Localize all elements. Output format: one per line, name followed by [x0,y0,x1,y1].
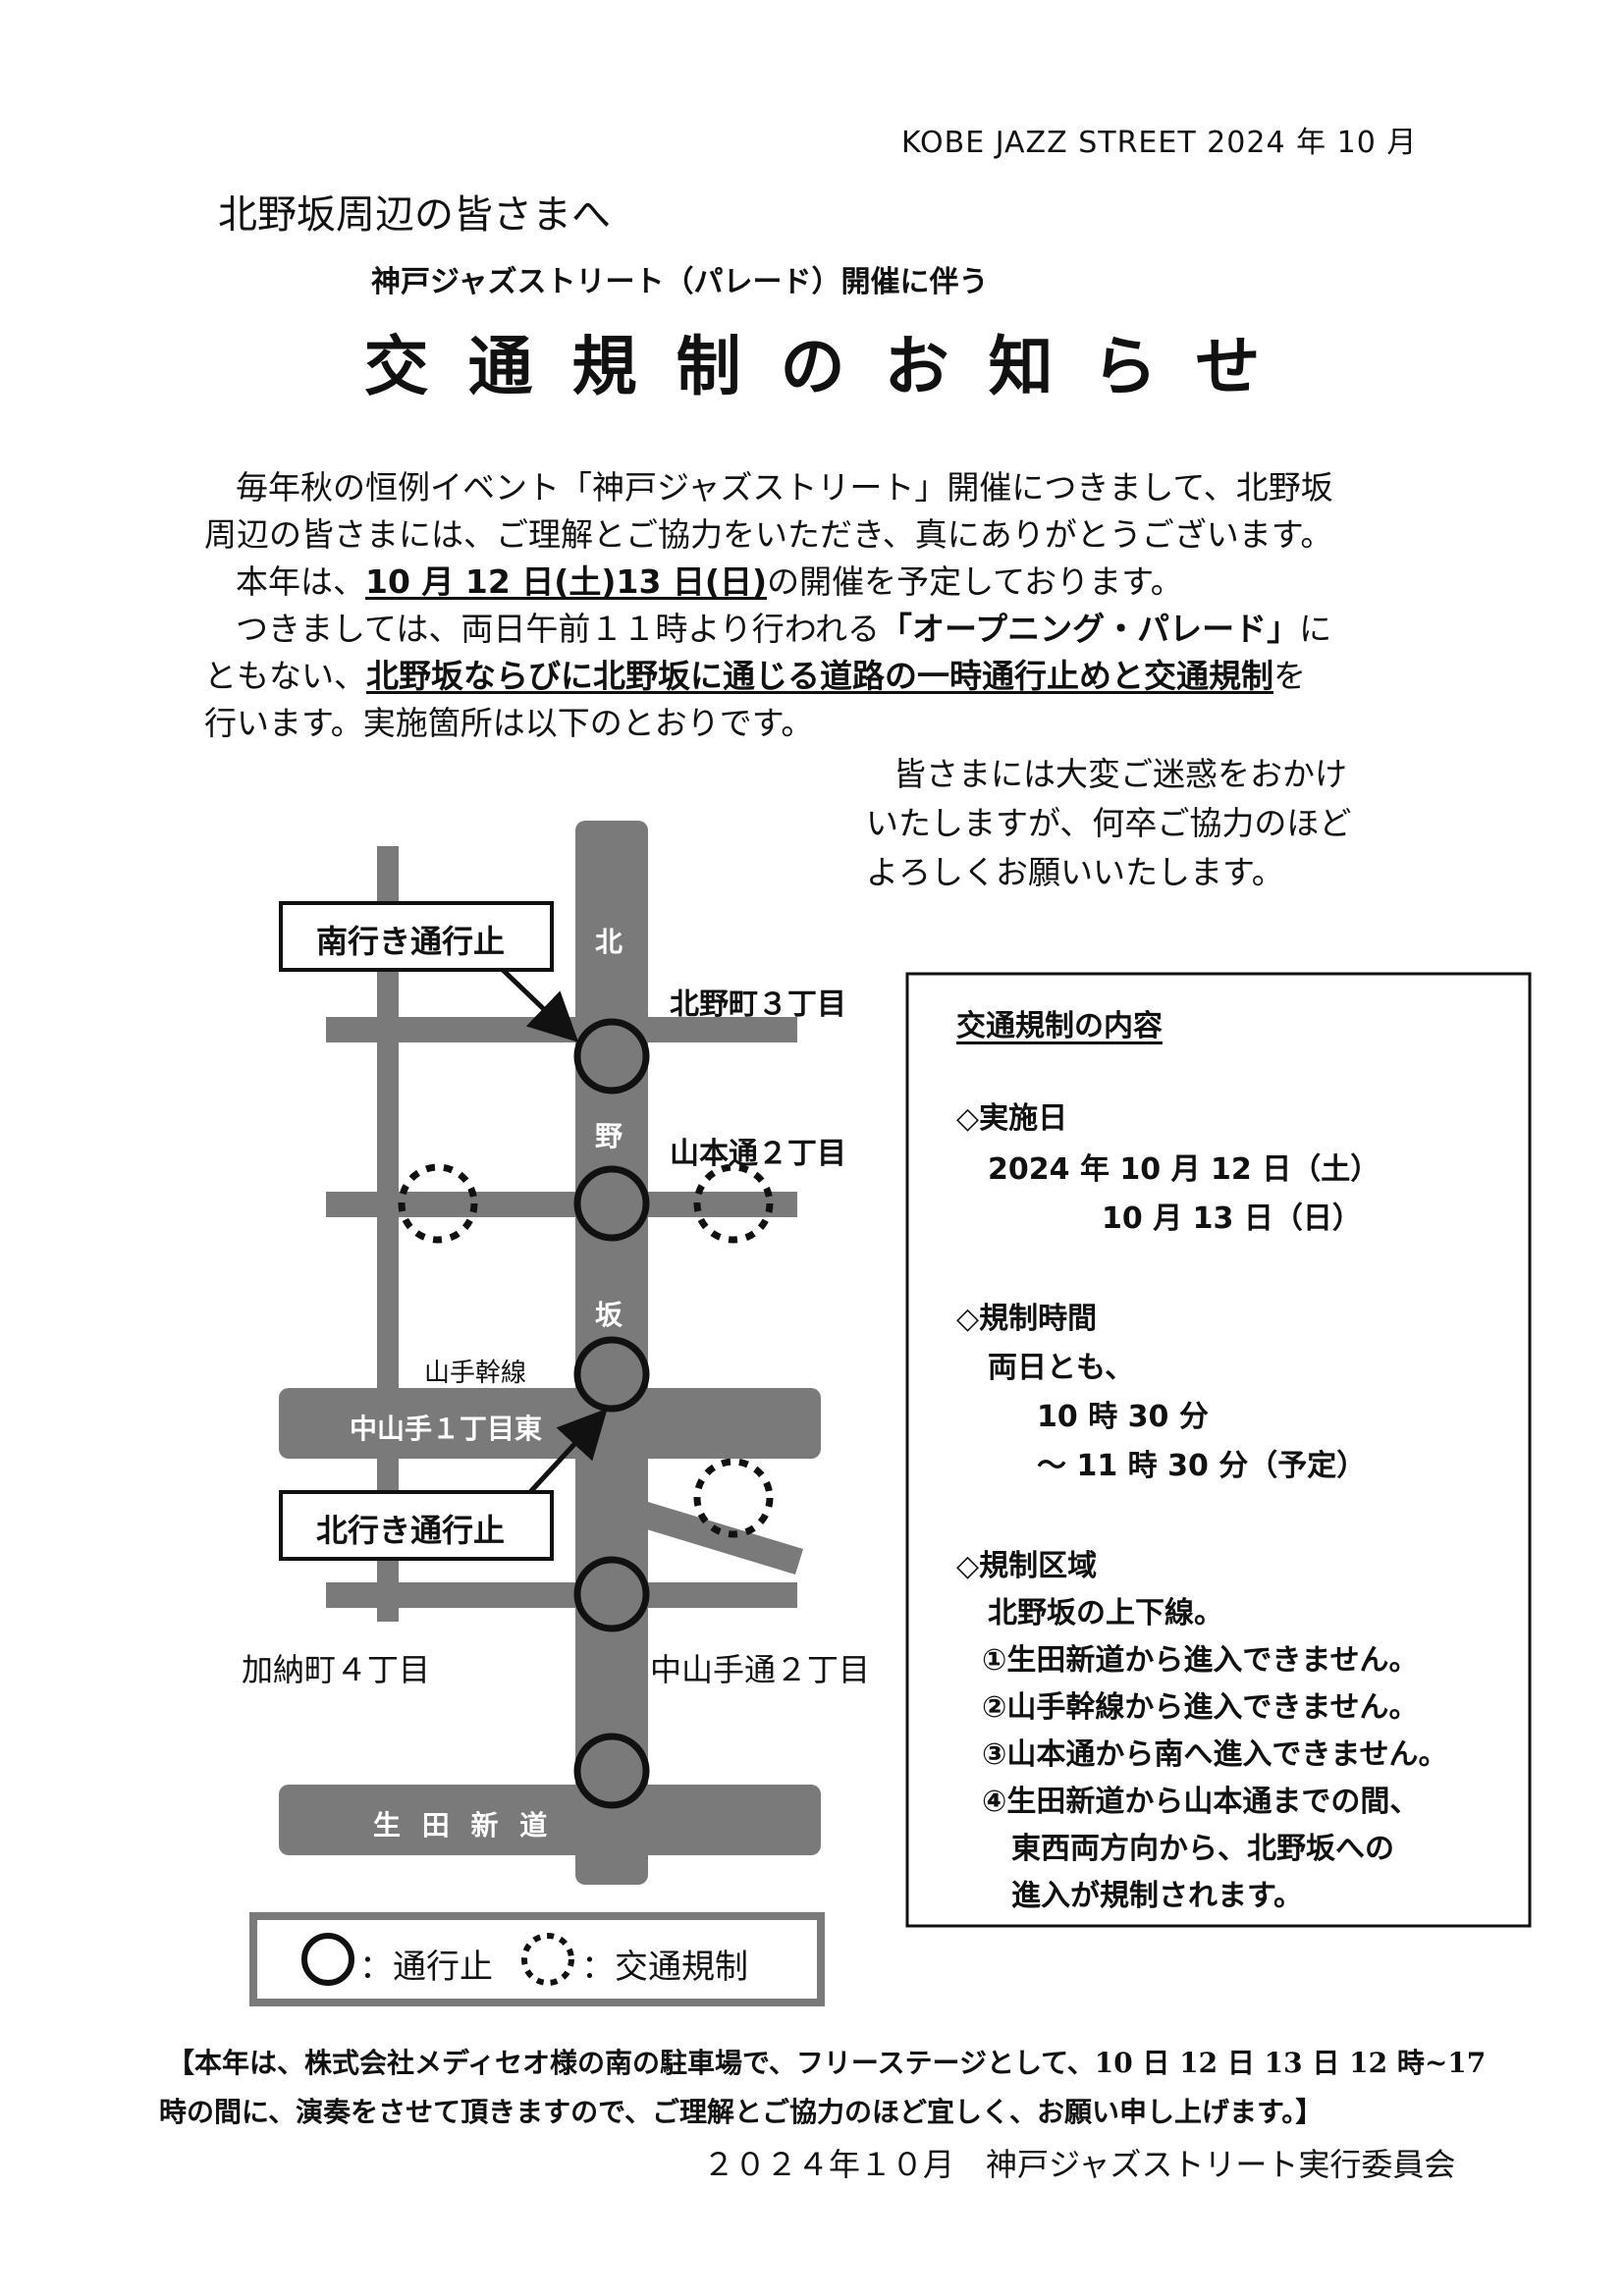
info-area-intro: 北野坂の上下線。 [988,1596,1223,1630]
diagonal-street [640,1502,803,1575]
intro-line-1: 毎年秋の恒例イベント「神戸ジャズストリート」開催につきまして、北野坂 [236,468,1333,507]
header-date: KOBE JAZZ STREET 2024 年 10 月 [901,126,1418,160]
callout-south-box [279,901,554,972]
intro-line-3-post: の開催を予定しております。 [767,562,1183,601]
nakayamate-2-street [326,1582,797,1608]
intro-line-6: 行います。実施箇所は以下のとおりです。 [204,704,814,742]
intro-line-4: つきましては、両日午前１１時より行われる「オープニング・パレード」に [236,603,1331,650]
legend-closed-label: ：通行止 [359,1948,493,1987]
closure-circle-5 [573,1733,650,1809]
regulation-circle-diagonal [693,1458,774,1538]
info-time-end: ～ 11 時 30 分（予定） [1037,1449,1367,1483]
kitanozaka-label-2: 野 [595,1120,623,1152]
closure-description: 北野坂ならびに北野坂に通じる道路の一時通行止めと交通規制 [366,657,1273,695]
intro-line-4-post: に [1299,610,1332,648]
callout-north-label: 北行き通行止 [316,1512,506,1549]
regulation-circle-east [693,1163,774,1244]
legend-box [249,1912,825,2006]
intro-line-3: 本年は、10 月 12 日(土)13 日(日)の開催を予定しております。 [236,556,1183,603]
footer-signature: ２０２４年１０月 神戸ジャズストリート実行委員会 [703,2146,1456,2183]
label-kitano-3: 北野町３丁目 [670,988,846,1022]
legend-closed-icon [301,1933,354,1986]
legend-regulated-label: ：交通規制 [581,1948,748,1987]
intro-line-4-pre: つきましては、両日午前１１時より行われる [236,610,881,648]
info-time-start: 10 時 30 分 [1037,1400,1209,1434]
info-time-both: 両日とも、 [988,1351,1135,1385]
info-date-2: 10 月 13 日（日） [1102,1201,1362,1236]
intro-line-2: 周辺の皆さまには、ご理解とご協力をいただき、真にありがとうございます。 [204,515,1333,554]
label-yamamoto-2: 山本通２丁目 [670,1137,846,1171]
apology-line-1: 皆さまには大変ご迷惑をおかけ [893,755,1347,793]
page-title: 交通規制のお知らせ [363,329,1300,404]
closure-circle-1 [573,1018,650,1095]
info-area-4b: 東西両方向から、北野坂への [1011,1832,1394,1866]
label-yamate-line: 山手幹線 [424,1359,527,1388]
arrow-north-callout [528,1408,608,1494]
info-box-border [905,972,1532,1928]
event-dates: 10 月 12 日(土)13 日(日) [365,562,768,601]
info-date-1: 2024 年 10 月 12 日（土） [988,1152,1380,1187]
footer-notice-1: 【本年は、株式会社メディセオ様の南の駐車場で、フリーステージとして、10 日 1… [167,2047,1487,2079]
apology-line-3: よろしくお願いいたします。 [866,853,1284,891]
greeting: 北野坂周辺の皆さまへ [218,192,611,238]
arrow-south-callout [501,968,579,1042]
info-heading: 交通規制の内容 [956,1009,1163,1043]
closure-circle-3 [573,1336,650,1413]
info-area-3: ③山本通から南へ進入できません。 [982,1737,1448,1772]
subtitle: 神戸ジャズストリート（パレード）開催に伴う [371,265,989,299]
info-area-2: ②山手幹線から進入できません。 [982,1690,1419,1725]
info-time-heading: ◇規制時間 [956,1302,1098,1336]
legend-regulated-icon [521,1933,574,1986]
parade-name: 「オープニング・パレード」 [880,610,1300,648]
label-nakayamate-1: 中山手１丁目東 [350,1413,543,1445]
info-area-4c: 進入が規制されます。 [1011,1879,1303,1913]
kitanozaka-label-1: 北 [595,926,623,958]
regulation-circle-west [398,1163,478,1244]
callout-south-label: 南行き通行止 [316,923,506,960]
info-area-heading: ◇規制区域 [956,1549,1098,1583]
intro-line-5-pre: ともない、 [204,657,366,695]
kitanozaka-label-3: 坂 [595,1299,623,1331]
label-ikuta-shindo: 生 田 新 道 [373,1809,554,1842]
info-area-1: ①生田新道から進入できません。 [982,1643,1419,1678]
label-nakayamate-2: 中山手通２丁目 [650,1651,871,1688]
closure-circle-2 [573,1165,650,1242]
label-kano-4: 加納町４丁目 [242,1651,431,1688]
info-date-heading: ◇実施日 [956,1101,1068,1136]
yamate-trunk-road [279,1388,821,1459]
ikuta-shindo-road [279,1785,821,1855]
info-area-4a: ④生田新道から山本通までの間、 [982,1785,1420,1819]
yamamoto-2-street [326,1192,797,1217]
callout-north-box [279,1490,554,1561]
intro-line-5-post: を [1273,657,1306,695]
apology-line-2: いたしますが、何卒ご協力のほど [866,804,1352,842]
closure-circle-4 [573,1556,650,1632]
intro-line-3-pre: 本年は、 [236,562,365,601]
footer-notice-2: 時の間に、演奏をさせて頂きますので、ご理解とご協力のほど宜しく、お願い申し上げま… [159,2096,1324,2128]
intro-line-5: ともない、北野坂ならびに北野坂に通じる道路の一時通行止めと交通規制を [204,650,1306,697]
